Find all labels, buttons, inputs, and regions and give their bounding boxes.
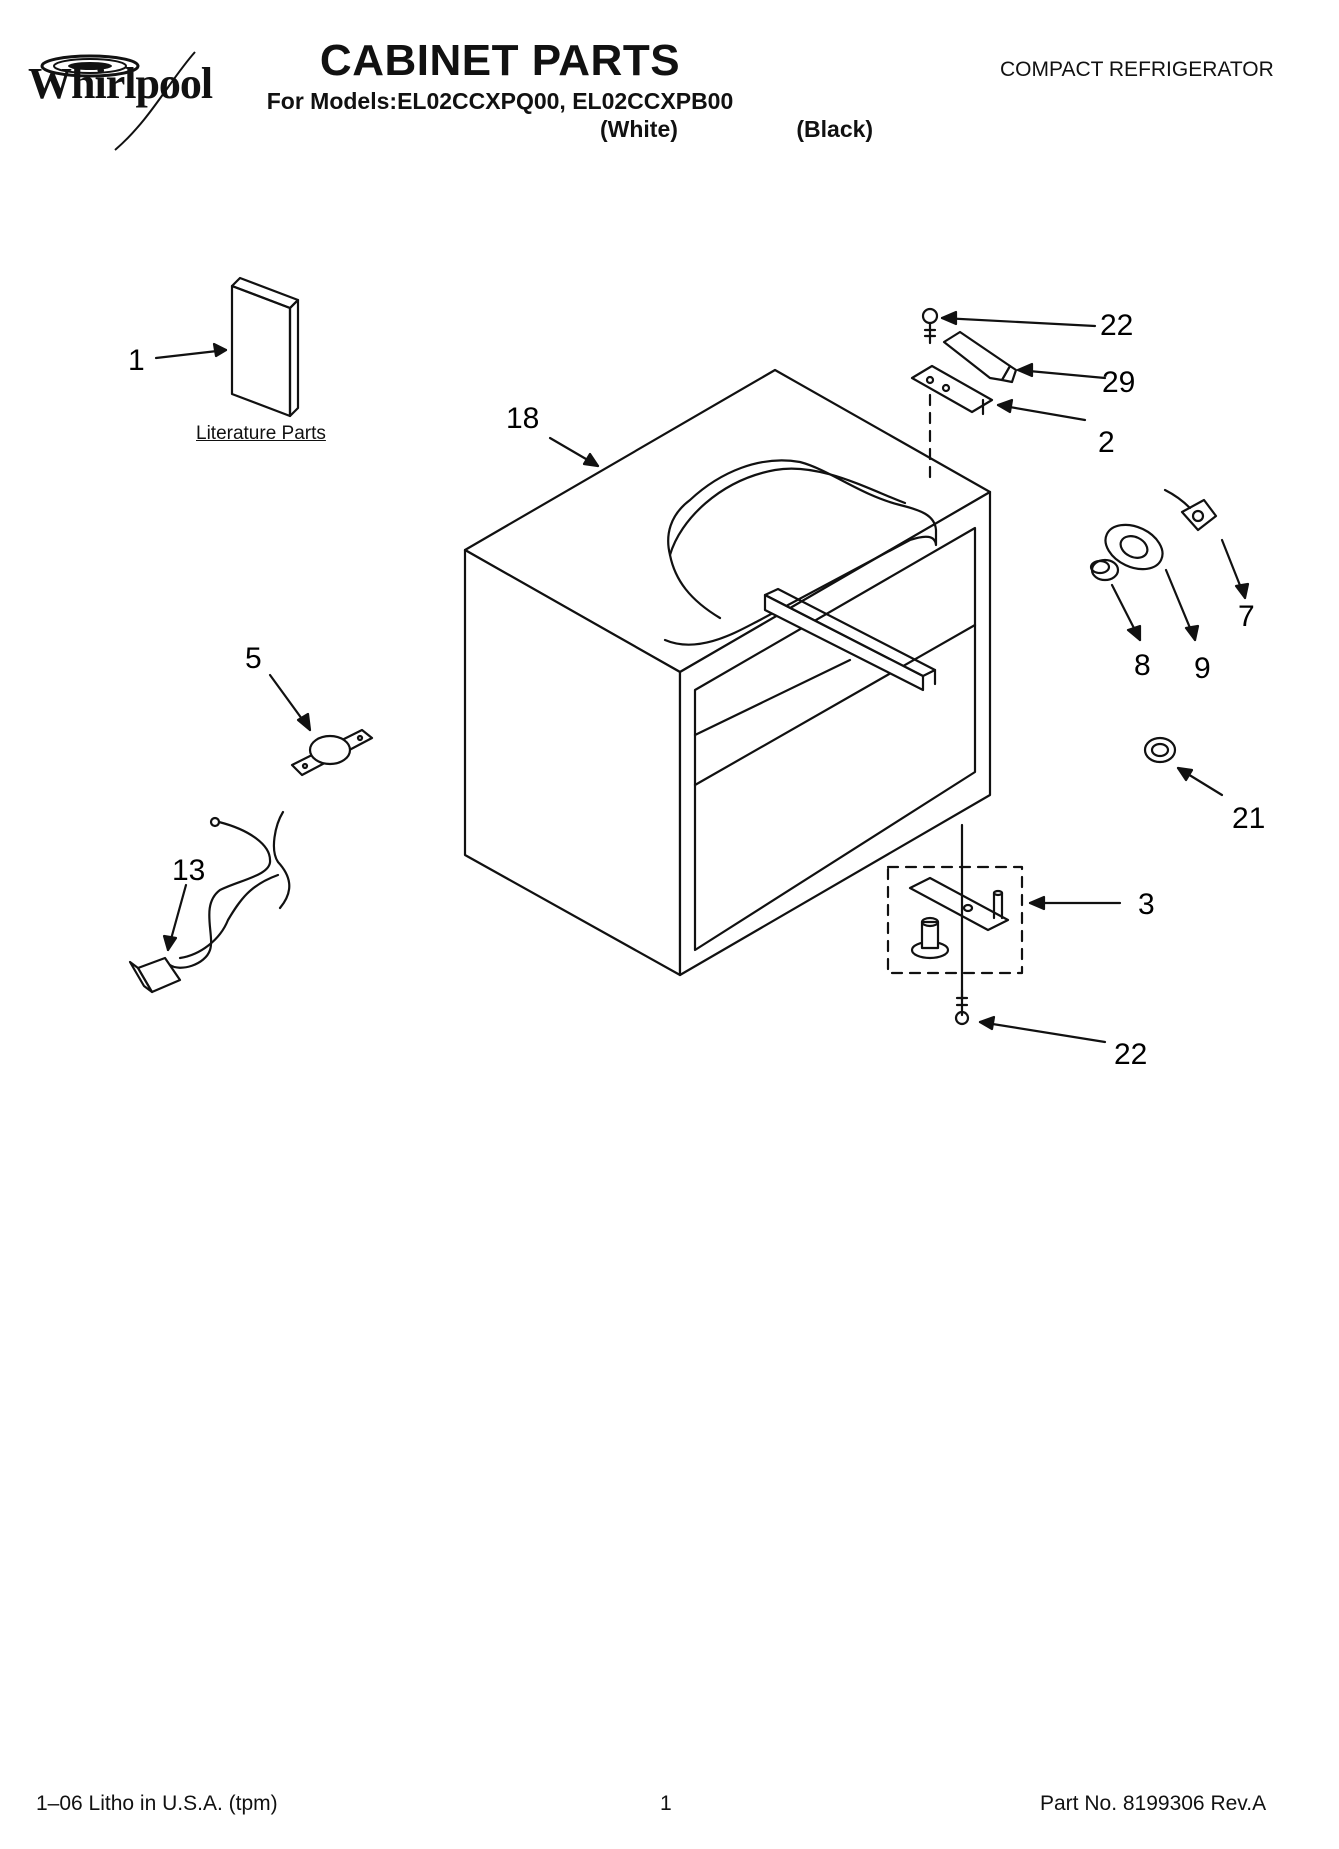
footer-part-number: Part No. 8199306 Rev.A (1040, 1792, 1267, 1815)
page-title: CABINET PARTS (319, 36, 681, 85)
callout-5: 5 (245, 642, 262, 675)
logo-swirl-icon (40, 51, 196, 151)
product-category: COMPACT REFRIGERATOR (1000, 58, 1274, 81)
callout-1: 1 (128, 344, 145, 377)
screw-icon (921, 307, 939, 345)
thermostat-icon (1163, 488, 1218, 532)
callout-21: 21 (1232, 802, 1265, 835)
callout-9: 9 (1194, 652, 1211, 685)
callout-22-bottom: 22 (1114, 1038, 1147, 1071)
leveling-leg-icon (910, 916, 950, 960)
callout-29: 29 (1102, 366, 1135, 399)
grommet-icon (1143, 736, 1177, 764)
variant-black: (Black) (796, 116, 874, 142)
footer-litho: 1–06 Litho in U.S.A. (tpm) (36, 1792, 278, 1815)
hinge-cover-icon (942, 330, 1018, 384)
literature-parts-label: Literature Parts (196, 423, 326, 444)
footer-page-number: 1 (660, 1792, 672, 1815)
control-knob-icon (1089, 558, 1120, 582)
cabinet-icon (463, 368, 992, 977)
brand-logo (20, 40, 260, 160)
power-cord-icon (128, 810, 291, 994)
control-bezel-icon (1104, 523, 1164, 571)
brand-name: Whirlpool (28, 59, 213, 108)
models-line: For Models:EL02CCXPQ00, EL02CCXPB00 (266, 88, 734, 114)
callout-13: 13 (172, 854, 205, 887)
callout-2: 2 (1098, 426, 1115, 459)
variant-white: (White) (600, 116, 678, 142)
callout-18: 18 (506, 402, 539, 435)
literature-booklet-icon (230, 276, 300, 418)
clamp-icon (290, 728, 374, 777)
callout-7: 7 (1238, 600, 1255, 633)
model-variants: (White) (Black) (600, 116, 873, 143)
callout-22-top: 22 (1100, 309, 1133, 342)
top-hinge-icon (910, 364, 994, 416)
bottom-screw-icon (954, 988, 970, 1026)
callout-8: 8 (1134, 649, 1151, 682)
callout-3: 3 (1138, 888, 1155, 921)
